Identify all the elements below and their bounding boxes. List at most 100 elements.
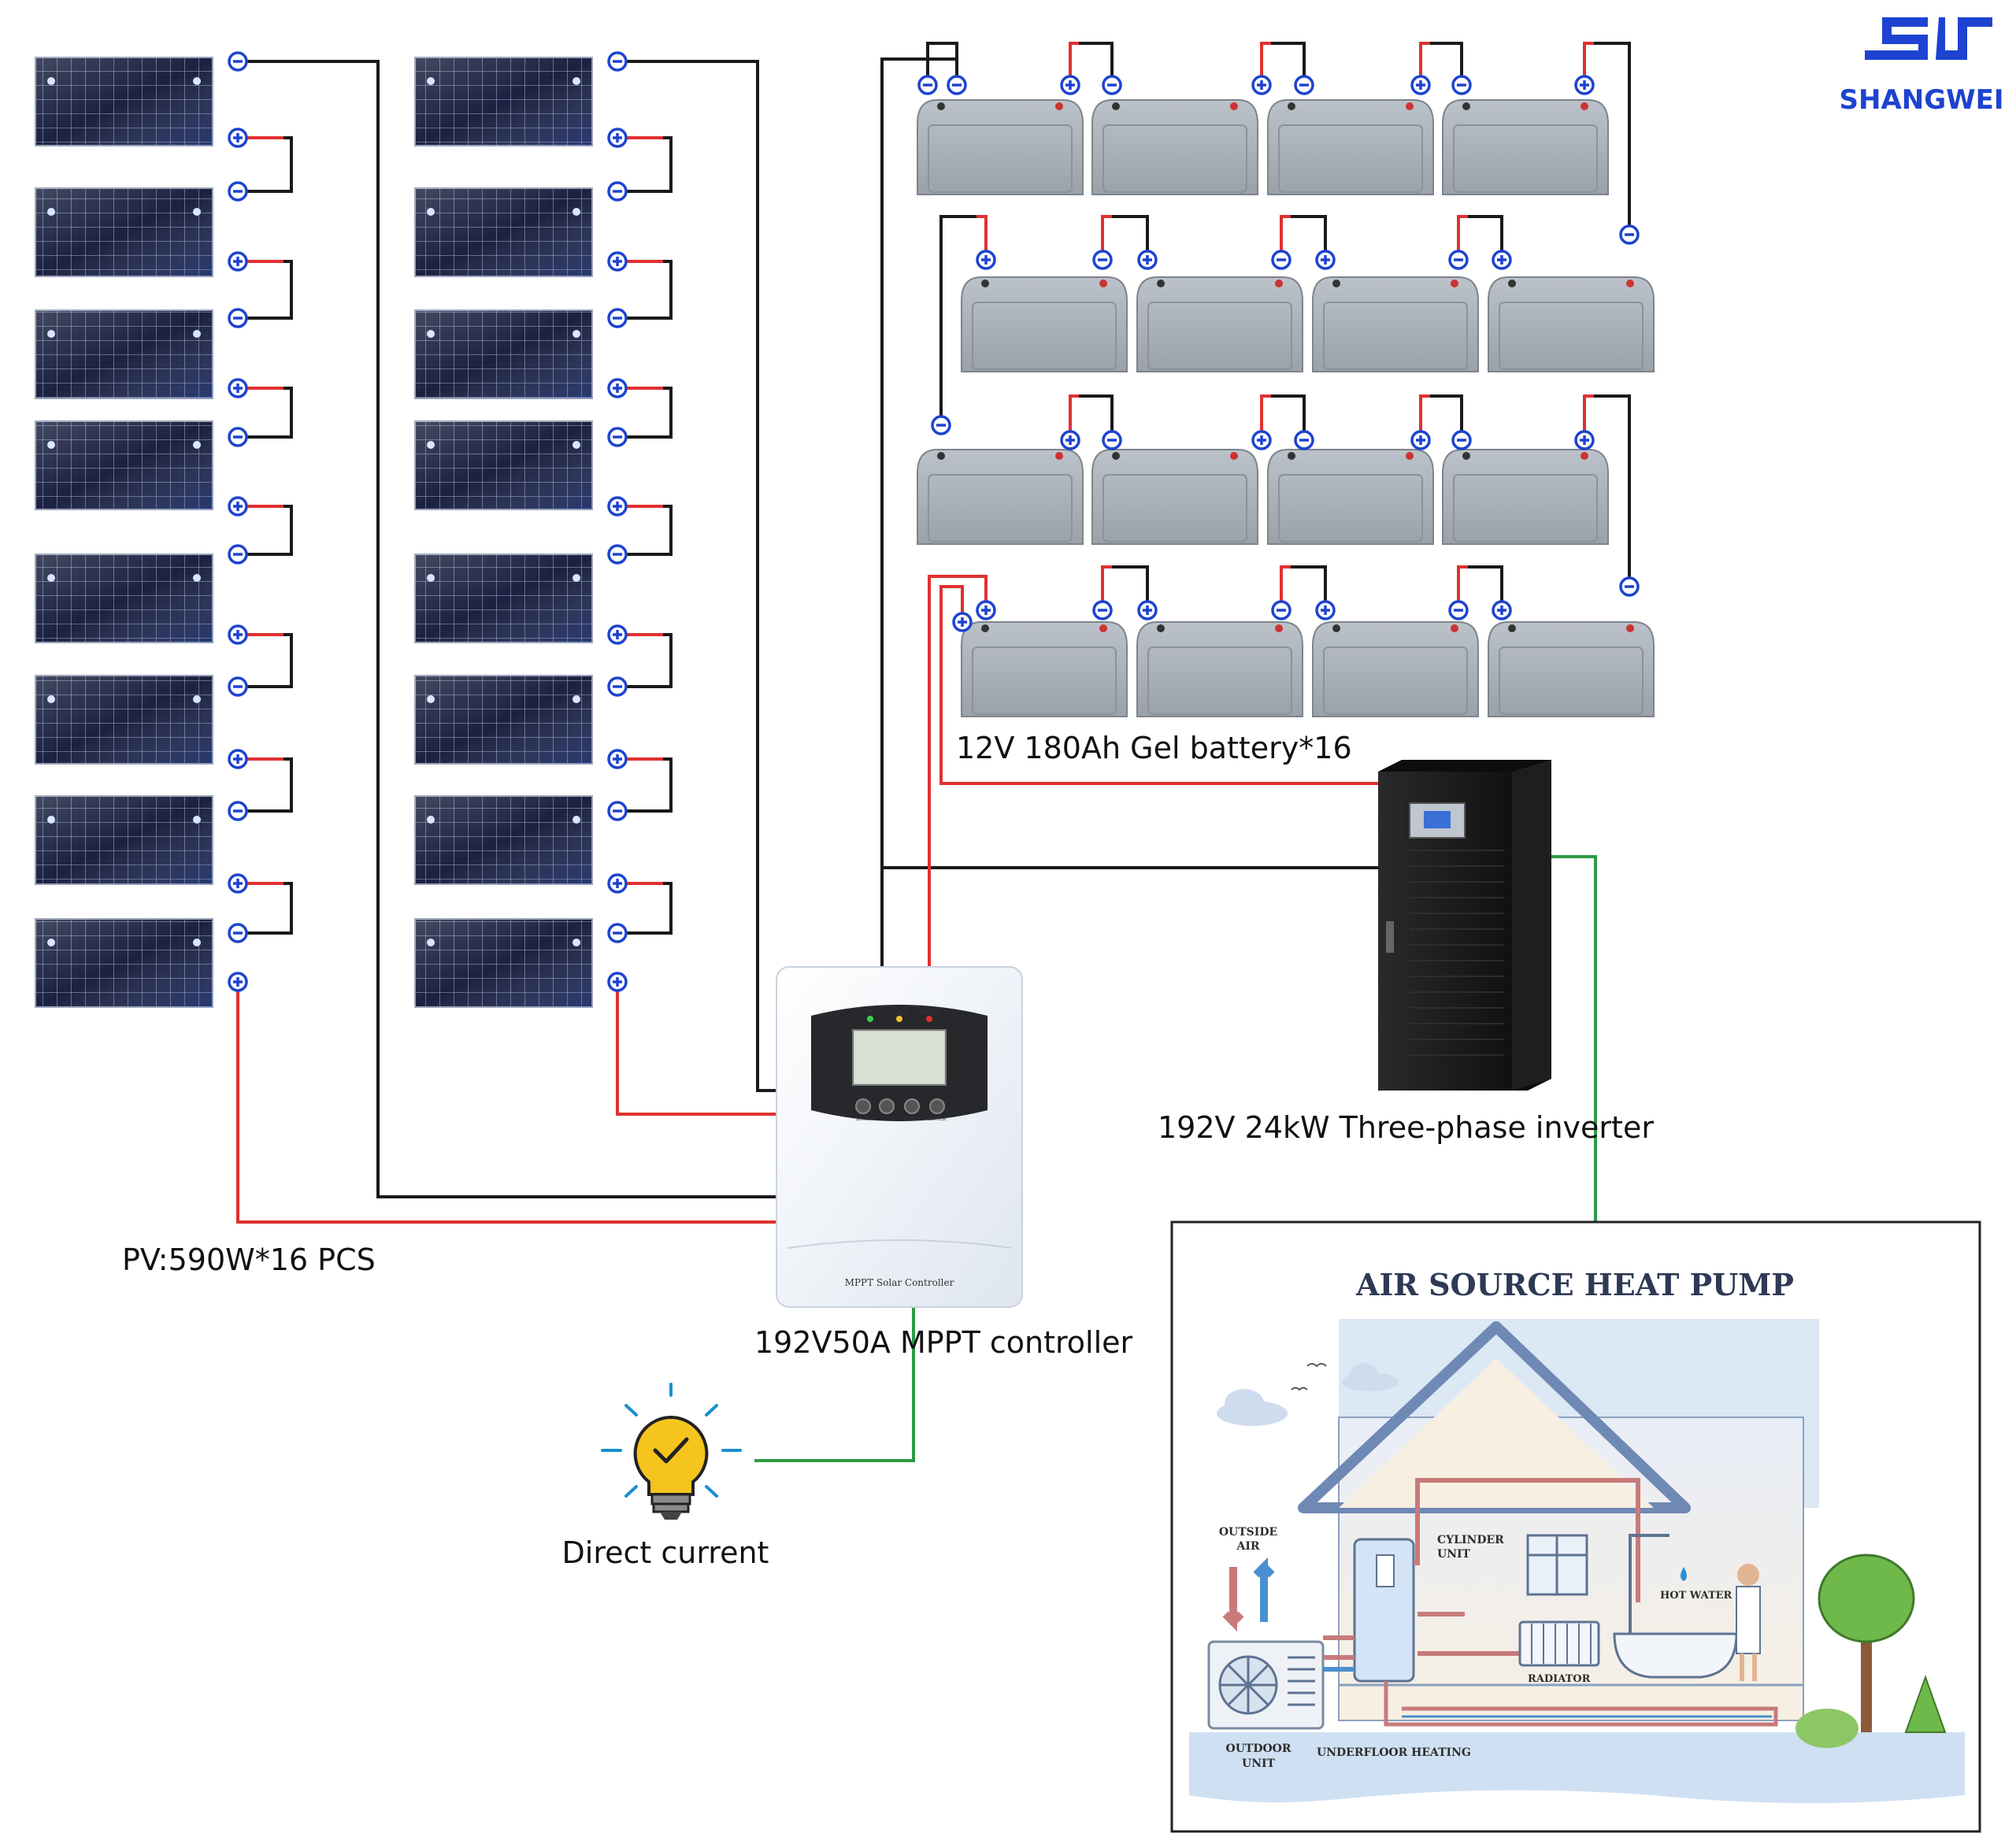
underfloor-heating-label: UNDERFLOOR HEATING [1317,1746,1471,1759]
gel-battery-icon [1267,449,1434,545]
battery-negative-terminal [1102,75,1122,95]
pv-positive-terminal [228,972,248,992]
battery-positive-terminal [1492,250,1512,270]
battery-negative-terminal [1451,430,1472,450]
battery-negative-terminal [947,75,967,95]
battery-negative-terminal [931,415,951,435]
gel-battery-icon [1136,621,1303,717]
pv-positive-terminal [607,873,628,894]
pv-negative-terminal [607,181,628,202]
pv-negative-terminal [228,308,248,328]
battery-link-wire [1419,42,1430,85]
series-jumper-wire [617,387,673,439]
pv-positive-terminal [228,624,248,645]
pv-positive-terminal [607,128,628,148]
battery-link-wire [1260,394,1271,440]
solar-panel-icon [35,420,213,510]
pv-positive-terminal [228,873,248,894]
outside-air-label-2: AIR [1236,1540,1259,1553]
pv-array-label: PV:590W*16 PCS [122,1242,376,1277]
solar-panel-icon [35,309,213,399]
pv-negative-terminal [228,801,248,821]
radiator-label: RADIATOR [1528,1673,1591,1685]
controller-face-label: MPPT Solar Controller [845,1277,954,1288]
pv-string-1-positive-wire [236,982,776,1224]
battery-link-wire [1069,42,1079,85]
pv-negative-terminal [228,51,248,72]
load-led-label: LOAD [891,1009,907,1016]
battery-positive-terminal [1315,600,1336,620]
battery-positive-terminal [1251,430,1272,450]
battery-link-wire [1457,565,1468,610]
solar-panel-icon [414,309,593,399]
solar-panel-icon [35,675,213,765]
series-jumper-wire [617,260,673,320]
battery-positive-terminal [1574,75,1595,95]
battery-negative-terminal [1271,600,1292,620]
gel-battery-icon [1312,276,1479,372]
series-jumper-wire [617,136,673,193]
wiring [236,42,1631,1462]
battery-positive-terminal [1315,250,1336,270]
up-button[interactable] [879,1098,895,1114]
battery-positive-terminal [976,600,996,620]
pv-negative-terminal [228,676,248,697]
lightbulb-check-icon [601,1383,742,1520]
solar-panel-icon [414,420,593,510]
pv-string-2-negative-wire [617,60,776,1092]
pv-negative-terminal [607,544,628,565]
brand-logo: SHANGWEI [1840,17,2004,116]
battery-link-wire [1583,394,1594,440]
solar-panel-icon [35,187,213,277]
load-led [896,1016,902,1022]
battery-positive-terminal [1137,250,1158,270]
battery-negative-terminal [917,75,938,95]
brand-name: SHANGWEI [1840,84,2004,116]
outdoor-unit-label-1: OUTDOOR [1226,1742,1292,1755]
series-jumper-wire [617,633,673,688]
gel-battery-icon [1091,99,1258,195]
enter-button[interactable] [929,1098,945,1114]
battery-negative-terminal [1451,75,1472,95]
dc-load-wire [754,1307,915,1462]
back-button[interactable] [855,1098,871,1114]
gel-battery-icon [1488,621,1655,717]
series-jumper-wire [617,882,673,935]
battery-positive-terminal [1251,75,1272,95]
gel-battery-icon [1442,449,1609,545]
battery-positive-inverter-wire [939,585,1378,785]
battery-negative-terminal [1271,250,1292,270]
pv-positive-terminal [607,496,628,517]
solar-panel-icon [35,554,213,643]
battery-link-wire [1069,394,1079,440]
battery-positive-terminal [1137,600,1158,620]
down-button-label: DOWN [903,1117,920,1122]
pv-positive-terminal [228,378,248,398]
battery-positive-terminal [1574,430,1595,450]
gel-battery-icon [961,621,1128,717]
pv-negative-terminal [228,923,248,943]
pv-negative-terminal [607,923,628,943]
solar-panel-icon [414,795,593,885]
terminals [228,51,1640,992]
pv-positive-terminal [228,496,248,517]
solar-panel-icon [414,918,593,1008]
series-jumper-wire [617,505,673,556]
battery-link-wire [1101,215,1112,260]
series-jumper-wire [238,387,293,439]
pv-positive-terminal [607,972,628,992]
pv-positive-terminal [228,128,248,148]
series-jumper-wire [238,882,293,935]
battery-link-wire [1280,215,1291,260]
pv-positive-terminal [607,378,628,398]
gel-battery-icon [1442,99,1609,195]
pv-positive-terminal [607,749,628,769]
hot-water-label: HOT WATER [1660,1590,1732,1602]
down-button[interactable] [904,1098,920,1114]
pv-led-label: PV [866,1009,875,1016]
battery-negative-terminal [1294,75,1314,95]
battery-negative-bus-wire [880,57,958,968]
cylinder-unit-label-1: CYLINDER [1437,1534,1504,1546]
battery-negative-terminal [1092,600,1113,620]
series-jumper-wire [238,260,293,320]
